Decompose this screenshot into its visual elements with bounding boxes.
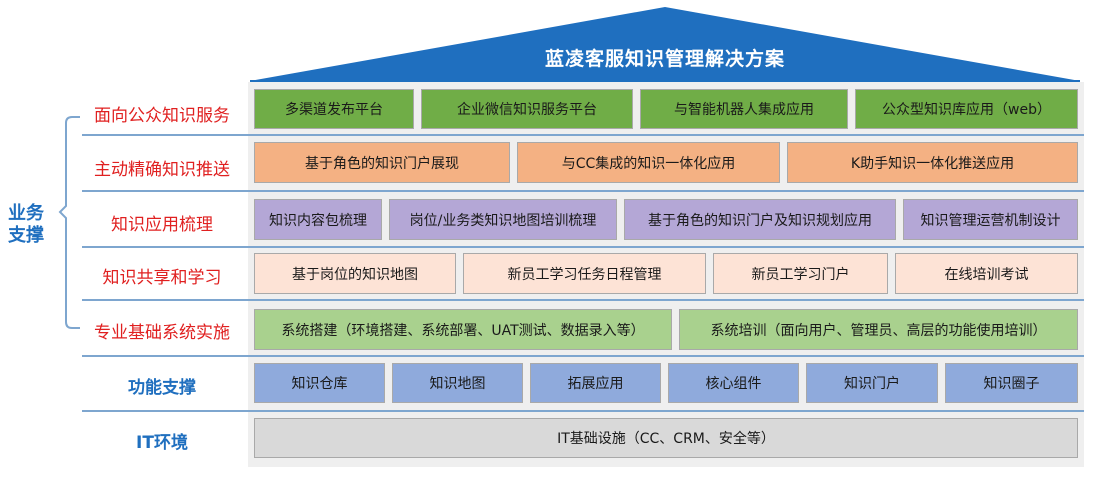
cell-multichannel-publishing: 多渠道发布平台 (254, 89, 414, 129)
row-separator (82, 410, 1084, 412)
row-separator (82, 299, 1084, 301)
side-label-line-2: 支撑 (8, 225, 44, 246)
row-label-system-implementation: 专业基础系统实施 (94, 323, 230, 343)
cell-k-assistant-push: K助手知识一体化推送应用 (787, 142, 1078, 183)
cell-robot-integration: 与智能机器人集成应用 (640, 89, 848, 129)
row-separator (82, 190, 1084, 192)
row-separator (82, 134, 1084, 136)
business-support-bracket (58, 116, 80, 329)
cell-system-training: 系统培训（面向用户、管理员、高层的功能使用培训） (679, 309, 1078, 350)
cell-it-infrastructure: IT基础设施（CC、CRM、安全等） (254, 418, 1078, 458)
roof-shape (250, 7, 1080, 82)
cell-wechat-knowledge-service: 企业微信知识服务平台 (421, 89, 633, 129)
cell-knowledge-map: 知识地图 (392, 363, 523, 403)
cell-knowledge-repository: 知识仓库 (254, 363, 385, 403)
side-label-line-1: 业务 (8, 203, 44, 224)
cell-knowledge-portal: 知识门户 (806, 363, 938, 403)
cell-role-portal: 基于角色的知识门户展现 (254, 142, 510, 183)
cell-new-employee-portal: 新员工学习门户 (713, 253, 888, 294)
cell-new-employee-schedule: 新员工学习任务日程管理 (463, 253, 706, 294)
diagram-title: 蓝凌客服知识管理解决方案 (544, 48, 785, 70)
cell-operation-mechanism: 知识管理运营机制设计 (903, 199, 1078, 240)
cell-knowledge-circle: 知识圈子 (945, 363, 1078, 403)
business-support-label: 业务 支撑 (6, 203, 46, 247)
cell-cc-integration: 与CC集成的知识一体化应用 (517, 142, 780, 183)
row-label-public-service: 面向公众知识服务 (94, 106, 230, 126)
cell-position-knowledge-map: 基于岗位的知识地图 (254, 253, 456, 294)
cell-core-components: 核心组件 (668, 363, 799, 403)
cell-position-knowledge-map-training: 岗位/业务类知识地图培训梳理 (389, 199, 617, 240)
cell-role-portal-planning: 基于角色的知识门户及知识规划应用 (624, 199, 896, 240)
cell-public-knowledge-base: 公众型知识库应用（web） (855, 89, 1078, 129)
row-label-function-support: 功能支撑 (128, 378, 196, 398)
row-separator (82, 355, 1084, 357)
cell-content-package: 知识内容包梳理 (254, 199, 382, 240)
cell-online-training-exam: 在线培训考试 (895, 253, 1078, 294)
cell-system-setup: 系统搭建（环境搭建、系统部署、UAT测试、数据录入等） (254, 309, 672, 350)
row-separator (82, 246, 1084, 248)
row-label-sharing-learning: 知识共享和学习 (102, 268, 222, 288)
row-label-it-environment: IT环境 (136, 433, 188, 453)
row-label-application-sorting: 知识应用梳理 (111, 215, 213, 235)
cell-extended-apps: 拓展应用 (530, 363, 661, 403)
row-label-active-push: 主动精确知识推送 (94, 160, 230, 180)
